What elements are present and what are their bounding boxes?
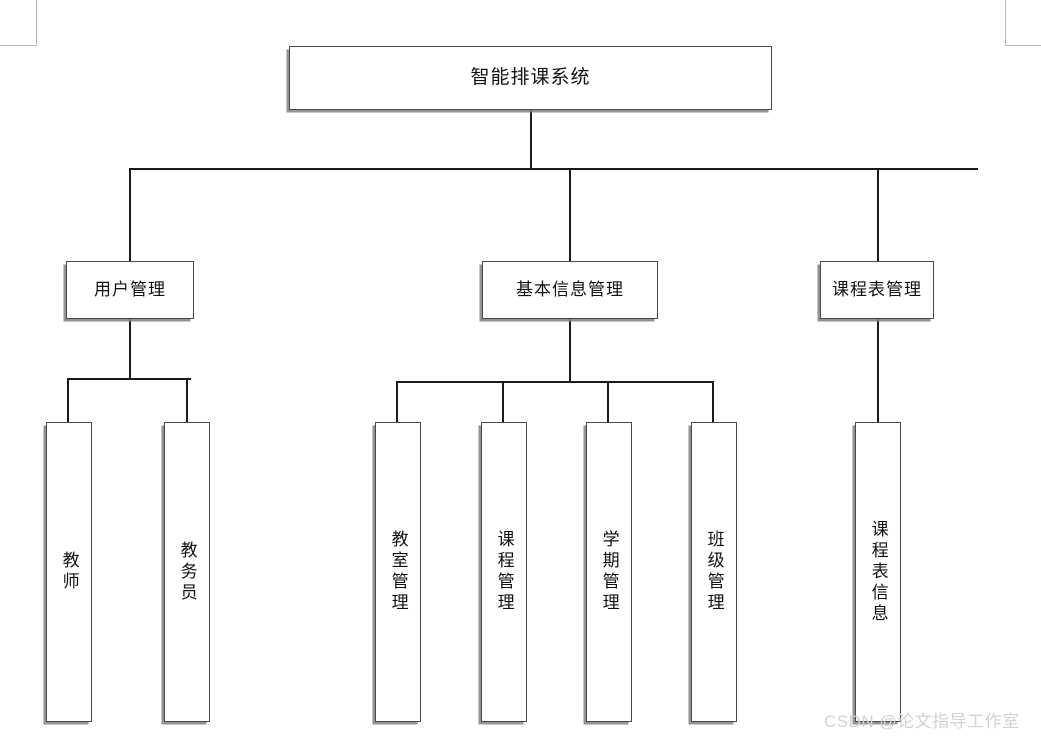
- node-class-management[interactable]: 班级管理: [691, 422, 737, 722]
- connector-user-down: [129, 319, 131, 379]
- node-academic-affairs[interactable]: 教务员: [164, 422, 210, 722]
- connector-basicinfo-down: [569, 319, 571, 382]
- node-schedule-management-label: 课程表管理: [832, 280, 922, 300]
- page-margin-mark-top-left: [0, 0, 37, 46]
- connector-user-bus: [67, 378, 191, 380]
- node-schedule-info-label: 课程表信息: [868, 519, 888, 625]
- node-academic-affairs-label: 教务员: [177, 540, 197, 604]
- connector-basicinfo-bus: [396, 381, 714, 383]
- connector-bus-to-basicinfo: [569, 168, 571, 262]
- connector-user-to-teacher: [67, 378, 69, 423]
- node-semester-management-label: 学期管理: [599, 530, 619, 614]
- node-course-management-label: 课程管理: [494, 530, 514, 614]
- node-class-management-label: 班级管理: [704, 530, 724, 614]
- node-schedule-info[interactable]: 课程表信息: [855, 422, 901, 722]
- connector-basicinfo-to-classroom: [396, 381, 398, 423]
- node-teacher[interactable]: 教师: [46, 422, 92, 722]
- watermark-text: CSDN @论文指导工作室: [824, 712, 1020, 731]
- node-semester-management[interactable]: 学期管理: [586, 422, 632, 722]
- connector-bus-to-user: [129, 168, 131, 262]
- connector-root-down: [530, 110, 532, 170]
- connector-bus-to-schedule: [877, 168, 879, 262]
- node-basic-info-management[interactable]: 基本信息管理: [482, 261, 658, 319]
- node-schedule-management[interactable]: 课程表管理: [820, 261, 934, 319]
- node-basic-info-management-label: 基本信息管理: [516, 280, 624, 300]
- node-user-management-label: 用户管理: [94, 280, 166, 300]
- node-teacher-label: 教师: [59, 551, 79, 593]
- node-user-management[interactable]: 用户管理: [66, 261, 194, 319]
- connector-basicinfo-to-semester: [607, 381, 609, 423]
- node-root-system[interactable]: 智能排课系统: [289, 46, 772, 110]
- connector-basicinfo-to-course: [502, 381, 504, 423]
- node-course-management[interactable]: 课程管理: [481, 422, 527, 722]
- connector-user-to-affairs: [186, 378, 188, 423]
- node-classroom-management[interactable]: 教室管理: [375, 422, 421, 722]
- page-margin-mark-top-right: [1005, 0, 1041, 46]
- node-classroom-management-label: 教室管理: [388, 530, 408, 614]
- connector-level2-bus: [130, 168, 978, 170]
- node-root-label: 智能排课系统: [470, 67, 591, 89]
- connector-basicinfo-to-class: [712, 381, 714, 423]
- connector-schedule-to-info: [877, 319, 879, 423]
